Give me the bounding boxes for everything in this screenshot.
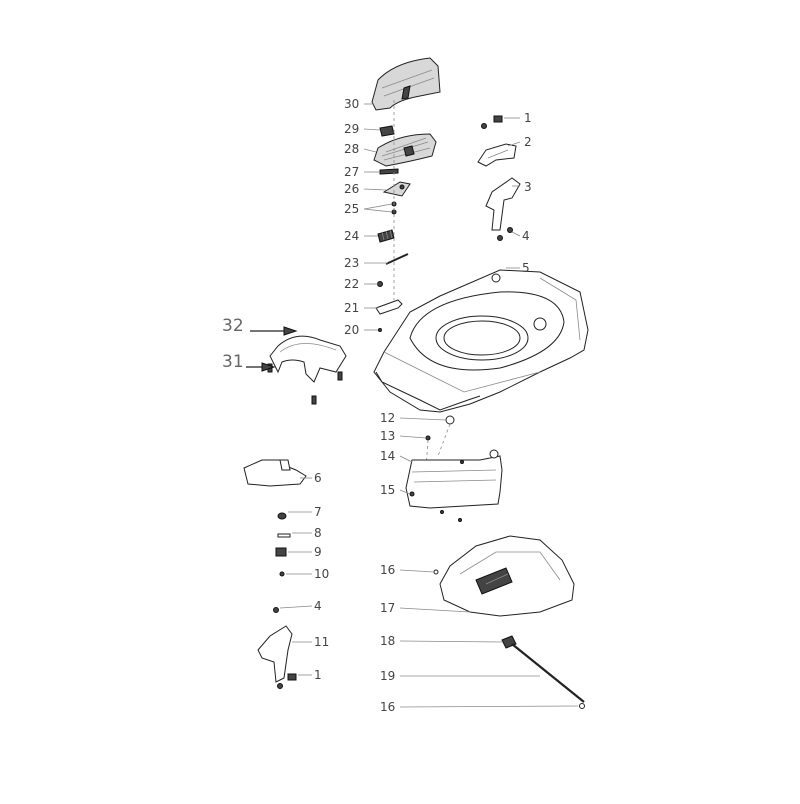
part-4-nut-lower	[273, 607, 279, 613]
part-7-washer	[277, 512, 287, 520]
callout-1-lower: 1	[314, 668, 322, 682]
part-3-bracket-plate	[485, 177, 521, 231]
part-12-plug	[445, 415, 455, 425]
leader-lines	[246, 103, 579, 708]
part-20-screw	[378, 328, 382, 332]
callout-30: 30	[344, 97, 359, 111]
callout-17: 17	[380, 601, 395, 615]
callout-4-lower: 4	[314, 599, 322, 613]
callout-10: 10	[314, 567, 329, 581]
part-23-rod	[385, 253, 409, 265]
callout-6: 6	[314, 471, 322, 485]
callout-22: 22	[344, 277, 359, 291]
callout-24: 24	[344, 229, 359, 243]
callout-26: 26	[344, 182, 359, 196]
callout-16-upper: 16	[380, 563, 395, 577]
callout-5: 5	[522, 261, 530, 275]
callout-29: 29	[344, 122, 359, 136]
part-32-front-bumper	[267, 335, 347, 405]
part-8-pin	[277, 533, 291, 538]
part-4-nut-top	[497, 227, 513, 241]
callout-13: 13	[380, 429, 395, 443]
part-10-nut	[279, 571, 285, 577]
callout-12: 12	[380, 411, 395, 425]
callout-19: 19	[380, 669, 395, 683]
part-19-rod	[511, 643, 585, 703]
callout-20: 20	[344, 323, 359, 337]
part-15-screw	[409, 491, 415, 497]
part-2-height-adjuster	[477, 143, 517, 167]
callout-1-top: 1	[524, 111, 532, 125]
callout-7: 7	[314, 505, 322, 519]
part-9-bolt	[275, 547, 287, 557]
callout-25: 25	[344, 202, 359, 216]
callout-23: 23	[344, 256, 359, 270]
part-21-bracket	[375, 299, 403, 315]
callout-4-top: 4	[522, 229, 530, 243]
part-16-pin-lower	[579, 703, 585, 709]
callout-8: 8	[314, 526, 322, 540]
part-24-spring	[377, 229, 395, 243]
callout-28: 28	[344, 142, 359, 156]
callout-31: 31	[222, 352, 244, 372]
callout-14: 14	[380, 449, 395, 463]
callout-27: 27	[344, 165, 359, 179]
part-27-pin	[379, 168, 399, 175]
callout-2: 2	[524, 135, 532, 149]
callout-3: 3	[524, 180, 532, 194]
callout-32: 32	[222, 316, 244, 336]
part-1-bolt-lower	[277, 673, 297, 689]
callout-15: 15	[380, 483, 395, 497]
callout-16-lower: 16	[380, 700, 395, 714]
callout-18: 18	[380, 634, 395, 648]
part-28-grille	[373, 133, 437, 167]
part-29-clip	[379, 125, 395, 137]
part-14-rear-bar	[405, 449, 503, 522]
part-17-top-cover	[439, 535, 575, 617]
part-6-mulch-plug	[243, 459, 307, 487]
part-30-rear-cover	[371, 57, 441, 111]
part-16-pin-upper	[433, 569, 439, 575]
part-22-screw	[377, 281, 383, 287]
callout-21: 21	[344, 301, 359, 315]
part-26-hinge	[382, 181, 411, 197]
part-11-bracket-plate	[257, 625, 293, 683]
part-5-mower-deck	[373, 269, 589, 413]
callout-11: 11	[314, 635, 329, 649]
part-1-bolt-top	[481, 115, 503, 129]
callout-9: 9	[314, 545, 322, 559]
part-13-screw	[425, 435, 431, 441]
callout-labels: 30 29 28 27 26 25 24 23 22 21 20 1 2 3 4…	[222, 97, 532, 714]
